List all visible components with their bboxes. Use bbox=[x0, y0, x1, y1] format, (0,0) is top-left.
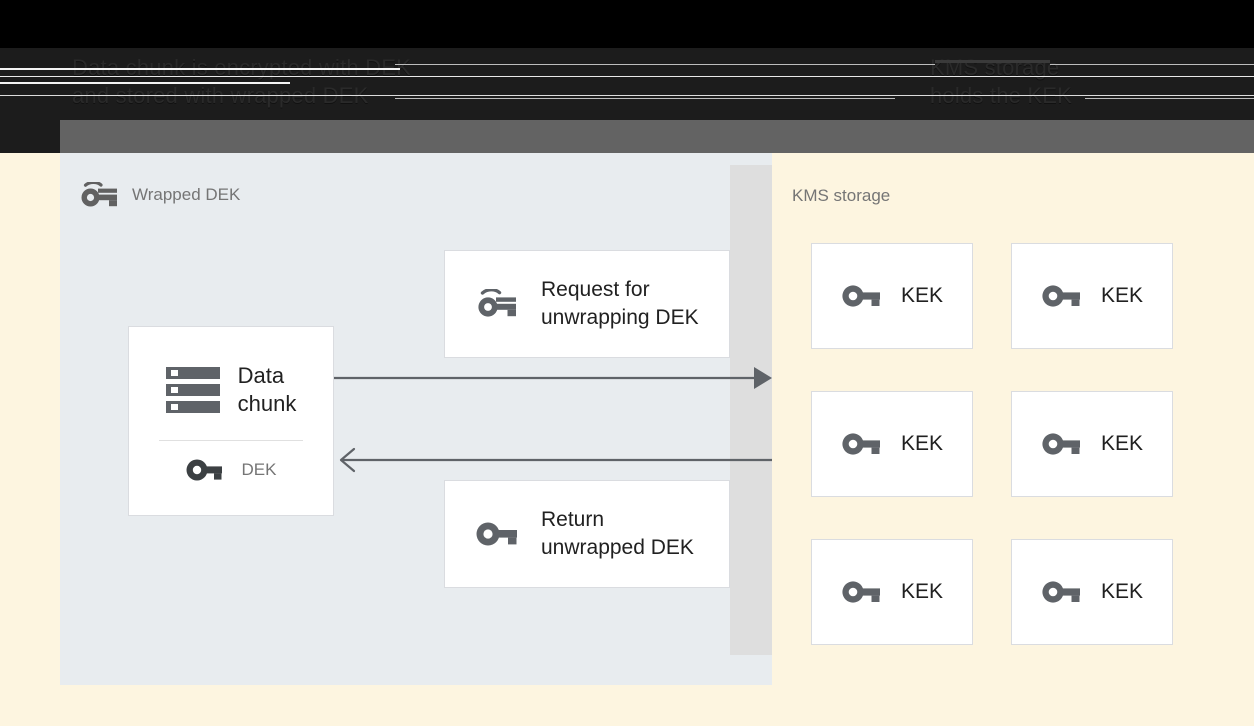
return-unwrapped-card[interactable]: Return unwrapped DEK bbox=[444, 480, 730, 588]
data-chunk-label: Data chunk bbox=[237, 362, 297, 416]
data-chunk-card[interactable]: Data chunk DEK bbox=[128, 326, 334, 516]
kek-label: KEK bbox=[900, 432, 944, 455]
kek-card[interactable]: KEK bbox=[811, 539, 973, 645]
wrapped-key-icon bbox=[78, 182, 118, 208]
response-arrow bbox=[339, 447, 774, 473]
header-rule-bottom bbox=[0, 95, 1254, 96]
request-arrow bbox=[334, 367, 772, 389]
kek-card[interactable]: KEK bbox=[1011, 243, 1173, 349]
header-divider-line-1 bbox=[395, 64, 935, 65]
storage-chunk-icon bbox=[165, 366, 220, 414]
key-icon bbox=[1041, 580, 1081, 604]
panel-gutter-strip bbox=[730, 165, 772, 655]
key-icon bbox=[475, 521, 517, 547]
header-sub-band bbox=[0, 120, 1254, 153]
request-unwrap-card[interactable]: Request for unwrapping DEK bbox=[444, 250, 730, 358]
key-icon bbox=[1041, 284, 1081, 308]
kek-label: KEK bbox=[900, 284, 944, 307]
header-rule-top bbox=[0, 68, 400, 70]
header-rule-mid bbox=[0, 76, 1254, 77]
header-divider-line-2 bbox=[395, 98, 895, 99]
data-chunk-divider bbox=[159, 439, 303, 441]
kek-card[interactable]: KEK bbox=[1011, 391, 1173, 497]
header-sub-band-left-cap bbox=[0, 120, 60, 153]
header-band: Data chunk is encrypted with DEK and sto… bbox=[0, 0, 1254, 120]
kms-panel-title: KMS storage bbox=[792, 186, 891, 205]
kek-label: KEK bbox=[900, 580, 944, 603]
key-icon bbox=[841, 432, 881, 456]
header-left-caption: Data chunk is encrypted with DEK and sto… bbox=[72, 55, 411, 108]
client-panel-title-label: Wrapped DEK bbox=[132, 185, 241, 204]
dek-label: DEK bbox=[241, 459, 277, 479]
kek-card[interactable]: KEK bbox=[811, 391, 973, 497]
key-icon bbox=[841, 284, 881, 308]
key-icon bbox=[186, 459, 222, 481]
wrapped-key-icon bbox=[475, 289, 517, 319]
request-unwrap-label: Request for unwrapping DEK bbox=[541, 278, 699, 329]
key-icon bbox=[1041, 432, 1081, 456]
data-chunk-row: Data chunk bbox=[165, 362, 297, 418]
dek-row: DEK bbox=[186, 459, 277, 481]
key-icon bbox=[841, 580, 881, 604]
client-panel-title-group: Wrapped DEK bbox=[78, 182, 240, 208]
kek-label: KEK bbox=[1100, 284, 1144, 307]
header-rule-low bbox=[0, 82, 290, 84]
return-unwrapped-label: Return unwrapped DEK bbox=[541, 508, 694, 559]
header-highlight-bar bbox=[935, 60, 1050, 63]
header-divider-line-4 bbox=[1085, 98, 1254, 99]
kek-label: KEK bbox=[1100, 580, 1144, 603]
kek-grid: KEK KEK KEK bbox=[811, 243, 1173, 645]
header-divider-line-3 bbox=[1050, 64, 1254, 65]
kek-card[interactable]: KEK bbox=[811, 243, 973, 349]
kek-card[interactable]: KEK bbox=[1011, 539, 1173, 645]
kek-label: KEK bbox=[1100, 432, 1144, 455]
